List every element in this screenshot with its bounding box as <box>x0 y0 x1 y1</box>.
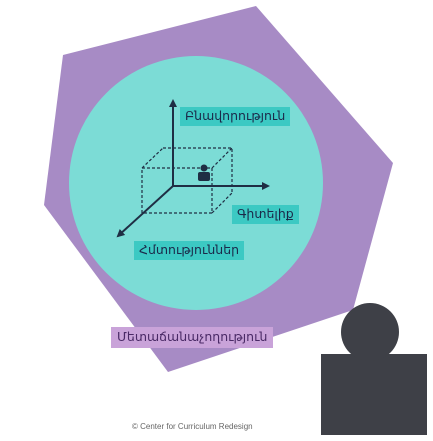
axes <box>116 99 270 238</box>
skills-axis-arrow <box>116 185 174 238</box>
metalearning-label: Մետաճանաչողություն <box>111 327 274 348</box>
dashed-cube <box>141 147 233 214</box>
skills-label: Հմտություններ <box>134 241 245 260</box>
credit-text: © Center for Curriculum Redesign <box>132 422 253 431</box>
inner-circle <box>69 56 323 310</box>
character-label: Բնավորություն <box>180 107 291 126</box>
person-silhouette-icon <box>321 303 427 435</box>
knowledge-label: Գիտելիք <box>232 205 299 224</box>
small-person-icon <box>198 164 210 181</box>
